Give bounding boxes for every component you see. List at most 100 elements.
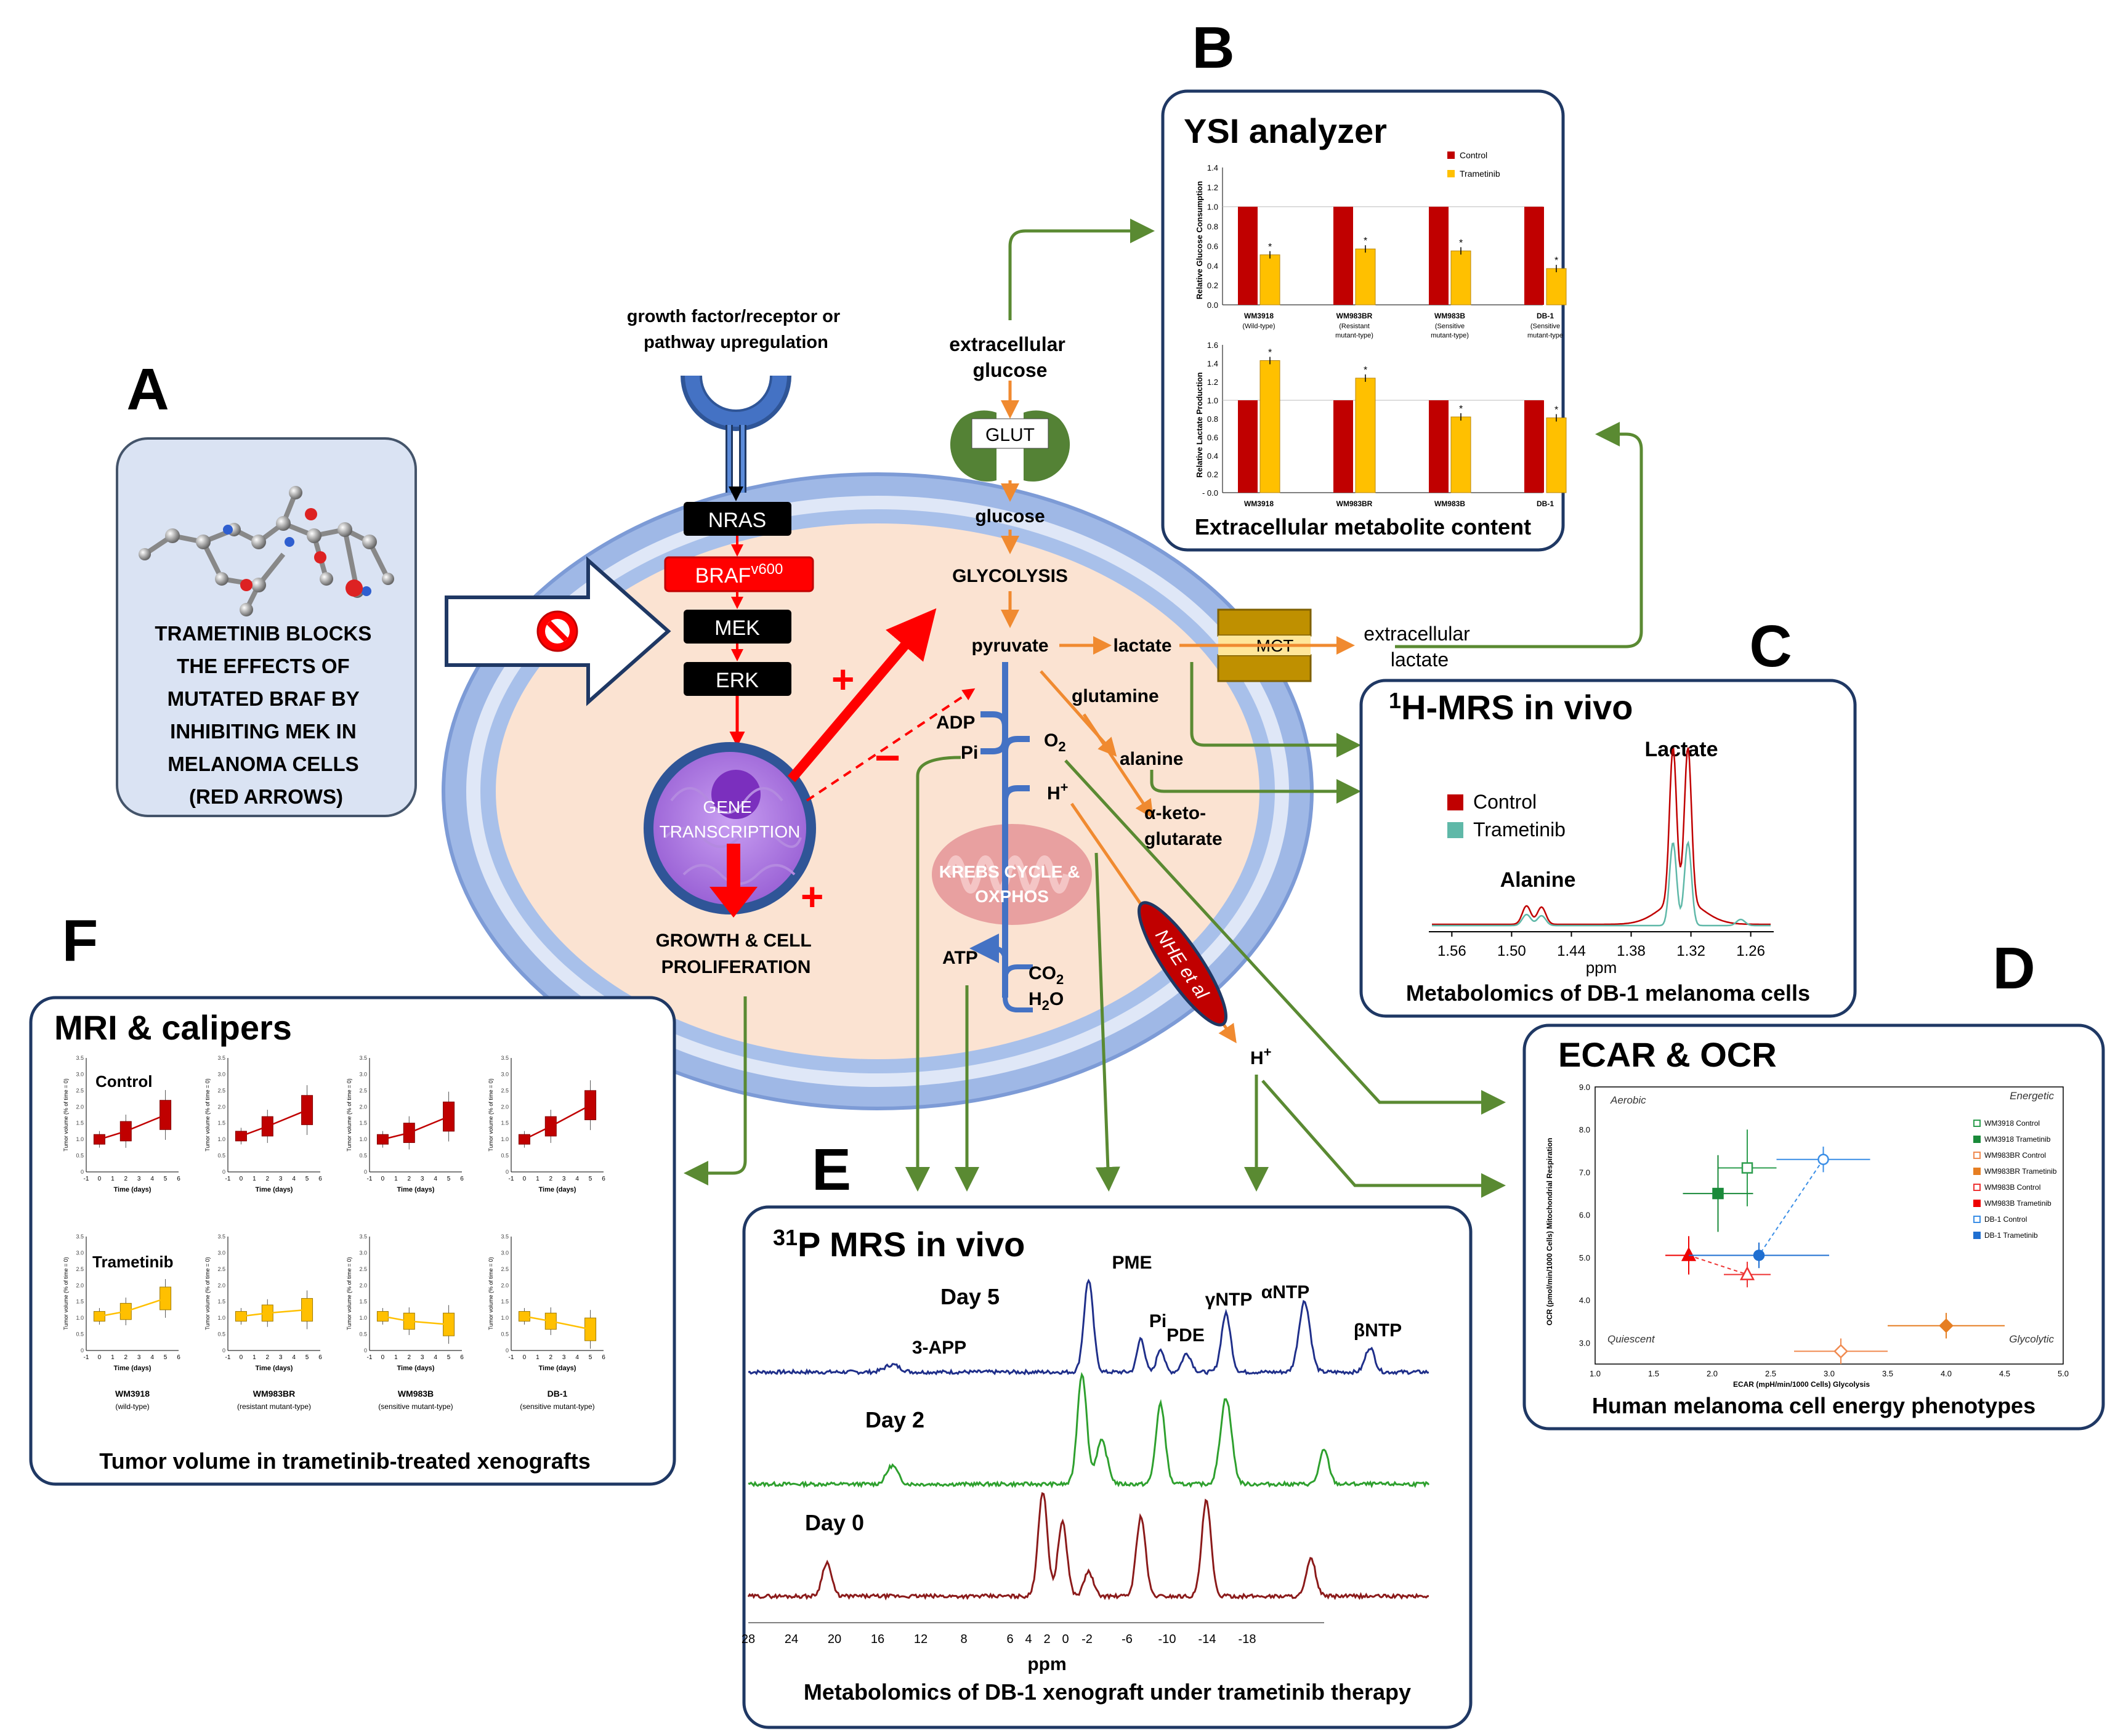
glucose-chart: 0.00.20.40.60.81.01.21.4*WM3918(Wild-typ… [1207,163,1567,339]
panel-c: 1H-MRS in vivo Control Trametinib Lactat… [1359,679,1857,1018]
adp-label: ADP [936,713,975,733]
y-tick-label: 1.5 [76,1120,84,1126]
tick-label: 1.0 [1207,203,1218,212]
column-label: WM983B [398,1389,434,1399]
bar-control [1333,206,1353,305]
tick-label: 0.8 [1207,222,1218,232]
x-tick-label: -1 [225,1354,231,1361]
median-trend [241,1309,307,1317]
x-tick-label: 1 [394,1176,398,1182]
y-tick-label: 1.0 [76,1315,84,1321]
x-tick-label: 6 [602,1176,605,1182]
panel-b-title: YSI analyzer [1184,111,1387,150]
panel-b: YSI analyzer Extracellular metabolite co… [1161,89,1567,552]
y-tick-label: 5.0 [1579,1253,1590,1262]
glucose-label: glucose [975,506,1045,527]
x-tick-label: 3.5 [1882,1369,1893,1378]
y-tick-label: 1.0 [76,1136,84,1142]
legend-marker [1973,1232,1981,1239]
y-axis-title: Tumor volume (% of time = 0) [346,1257,352,1330]
x-tick-label: 6 [460,1354,464,1361]
x-tick-label: 2 [124,1354,128,1361]
erk-label: ERK [716,669,759,692]
receptor-label: growth factor/receptor or pathway upregu… [627,307,846,352]
x-tick-label: 1.0 [1590,1369,1601,1378]
panel-letter-c: C [1749,613,1792,679]
x-tick-label: 5 [447,1354,451,1361]
bar-trametinib [1450,416,1471,493]
spectrum-day0 [747,1492,1429,1601]
y-tick-label: 1.0 [501,1136,509,1142]
column-sublabel: (sensitive mutant-type) [520,1402,594,1411]
y-tick-label: 0 [81,1347,84,1354]
median-trend [382,1115,450,1141]
tick-label: -14 [1198,1633,1216,1646]
tick-label: 1.2 [1207,183,1218,192]
y-tick-label: 0.5 [76,1153,84,1159]
y-tick-label: 2.0 [217,1282,225,1288]
y-tick-label: 0.5 [359,1153,367,1159]
x-axis-title: Time (days) [256,1365,293,1372]
median-trend [382,1315,449,1325]
glut-label: GLUT [985,425,1035,445]
legend-label: WM983B Trametinib [1984,1199,2051,1208]
y-tick-label: 1.0 [501,1315,509,1321]
y-tick-label: 0.5 [76,1331,84,1338]
day0-label: Day 0 [805,1510,864,1535]
y-tick-label: 1.5 [359,1299,367,1305]
legend-marker [1973,1152,1981,1159]
x-tick-label: 0 [523,1176,527,1182]
significance-star: * [1554,405,1558,416]
y-axis-title: Tumor volume (% of time = 0) [204,1078,211,1151]
lactate-chart: - 0.00.20.40.60.81.01.21.41.6*WM3918*WM9… [1202,341,1567,508]
y-tick-label: 3.5 [217,1055,225,1061]
tick-label: 4 [1025,1633,1032,1646]
peak-3app: 3-APP [912,1338,966,1358]
y-tick-label: 2.5 [76,1088,84,1094]
data-point [1739,1266,1755,1280]
panel-letter-a: A [126,357,169,422]
y-tick-label: 2.5 [217,1266,225,1272]
y-tick-label: 3.0 [76,1250,84,1256]
day2-label: Day 2 [865,1407,924,1432]
x-tick-label: 3 [562,1354,566,1361]
y-tick-label: 0 [222,1169,225,1175]
y-tick-label: 3.5 [359,1055,367,1061]
y-tick-label: 0.5 [217,1331,225,1338]
x-tick-label: 0 [240,1354,243,1361]
y-tick-label: 3.0 [501,1250,509,1256]
y-tick-label: 7.0 [1579,1168,1590,1177]
x-tick-label: 4 [292,1176,296,1182]
x-tick-label: 2 [549,1176,553,1182]
row-label-trametinib: Trametinib [92,1253,173,1271]
svg-text:Control: Control [1460,150,1487,160]
column-sublabel: (resistant mutant-type) [237,1402,311,1411]
1h-spectrum [1432,747,1771,927]
legend-label: WM3918 Trametinib [1984,1135,2051,1144]
x-axis-title: Time (days) [397,1186,435,1193]
y-tick-label: 2.0 [359,1282,367,1288]
y-tick-label: 0 [506,1347,509,1354]
panel-a: TRAMETINIB BLOCKS THE EFFECTS OF MUTATED… [116,437,417,817]
panel-letter-b: B [1192,15,1234,81]
o2-label: O2 [1044,730,1066,754]
bar-trametinib [1355,248,1376,305]
peak-pde: PDE [1166,1325,1205,1346]
cell [442,472,1314,1110]
h2o-label: H2O [1029,989,1064,1013]
tick-label: 1.2 [1207,377,1218,387]
arrow-gene-to-glycolysis [787,608,937,783]
braf-label: BRAFv600 [695,561,783,587]
plot-frame [1595,1086,2064,1365]
connector-arrows [684,219,1643,1198]
significance-star: * [1364,365,1367,376]
tick-label: 12 [914,1633,928,1646]
x-tick-label: 0 [240,1176,243,1182]
x-tick-label: -1 [84,1176,89,1182]
y-tick-label: 1.5 [217,1299,225,1305]
y-tick-label: 3.5 [501,1233,509,1240]
alanine-label: alanine [1120,749,1183,769]
category-label: WM983BR [1336,499,1373,508]
nucleus: GENE TRANSCRIPTION [644,742,816,914]
data-point [1741,1162,1753,1174]
